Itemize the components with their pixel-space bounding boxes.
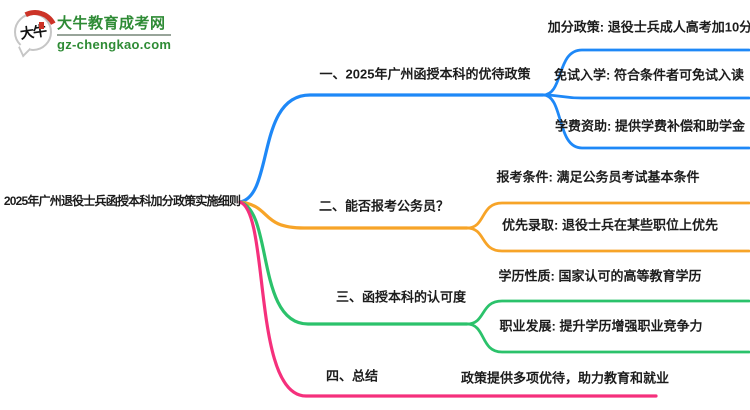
logo-text-block: 大牛教育成考网 gz-chengkao.com (57, 12, 172, 52)
branch-1-label: 一、2025年广州函授本科的优待政策 (319, 66, 531, 82)
branch-1-child-3: 学费资助: 提供学费补偿和助学金 (555, 118, 745, 134)
branch-1-child-3-connector (541, 93, 750, 150)
branch-2-child-1: 报考条件: 满足公务员考试基本条件 (496, 169, 700, 185)
site-logo: 大牛 大牛教育成考网 gz-chengkao.com (6, 4, 172, 62)
branch-3-child-1-connector (465, 299, 750, 326)
branch-2-connector (238, 200, 469, 230)
branch-3-connector (238, 200, 469, 326)
branch-2-child-2: 优先录取: 退役士兵在某些职位上优先 (502, 217, 718, 233)
branch-3-child-2-connector (465, 322, 750, 354)
logo-seal-icon (39, 22, 44, 29)
branch-1-child-1: 加分政策: 退役士兵成人高考加10分 (547, 19, 750, 35)
branch-3-child-1: 学历性质: 国家认可的高等教育学历 (498, 268, 702, 284)
branch-2-child-1-connector (465, 201, 750, 230)
branch-4-label: 四、总结 (325, 368, 379, 384)
site-name: 大牛教育成考网 (57, 15, 166, 32)
root-node: 2025年广州退役士兵函授本科加分政策实施细则 (3, 194, 241, 209)
branch-3-label: 三、函授本科的认可度 (335, 289, 467, 305)
logo-divider (57, 34, 172, 36)
branch-4-child-1: 政策提供多项优待，助力教育和就业 (460, 370, 670, 386)
site-domain: gz-chengkao.com (57, 37, 172, 52)
branch-2-label: 二、能否报考公务员？ (318, 198, 450, 214)
branch-1-child-2-connector (541, 93, 750, 100)
branch-1-connector (238, 93, 545, 204)
logo-bubble-icon: 大牛 (6, 4, 64, 62)
branch-1-child-1-connector (541, 48, 750, 97)
branch-1-child-2: 免试入学: 符合条件者可免试入读 (554, 67, 744, 83)
branch-4-connector (238, 200, 658, 398)
branch-2-child-2-connector (465, 226, 750, 253)
branch-3-child-2: 职业发展: 提升学历增强职业竞争力 (499, 318, 703, 334)
